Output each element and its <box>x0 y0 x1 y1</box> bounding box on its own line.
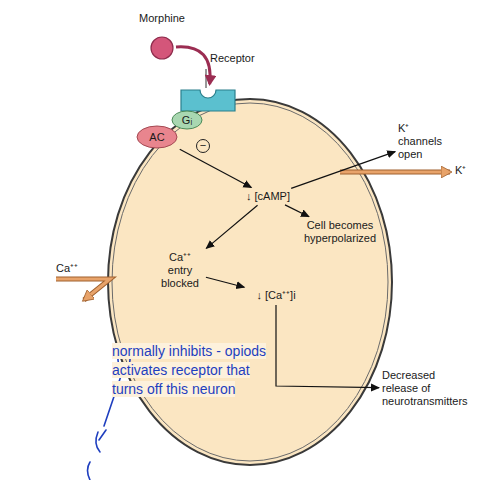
hyperpolarized-text: Cell becomes hyperpolarized <box>286 218 394 246</box>
receptor-protein: Receptor <box>180 86 236 112</box>
k-flow-arrow <box>340 171 450 174</box>
adenylyl-cyclase: AC <box>136 125 178 149</box>
node-label: ↓ [cAMP] <box>236 189 300 204</box>
flow-arrow <box>206 277 244 287</box>
k-channel-text: K⁺ channels open <box>398 121 450 162</box>
node-label: Cell becomes hyperpolarized <box>286 218 394 246</box>
cell-membrane-inner <box>112 103 388 461</box>
circle-outline <box>150 36 174 60</box>
flow-arrow <box>206 205 257 248</box>
flow-arrow <box>180 149 252 187</box>
neurotransmitter-text: Decreased release of neurotransmitters <box>382 368 474 409</box>
node-label: Morphine <box>139 12 185 25</box>
k-flow-arrow-outline <box>340 170 450 175</box>
flow-arrow <box>291 152 395 189</box>
node-label: Decreased release of neurotransmitters <box>382 368 474 409</box>
ion-label: K⁺ <box>455 164 466 177</box>
receptor-outline <box>180 86 236 112</box>
ion-label: Ca⁺⁺ <box>56 262 78 275</box>
node-label: Gᵢ <box>182 114 192 127</box>
ca-flow-arrow-outline <box>56 279 110 300</box>
flow-arrow <box>176 47 210 84</box>
ca-flow-arrow <box>56 279 110 300</box>
ca-blocked-text: Ca⁺⁺ entry blocked <box>156 250 204 291</box>
node-label: AC <box>149 131 164 144</box>
morphine-molecule: Morphine <box>150 36 174 60</box>
node-label: Receptor <box>210 52 255 65</box>
node-label: ↓ [Ca⁺⁺]i <box>244 288 308 303</box>
flow-arrow <box>276 305 379 388</box>
camp-level: ↓ [cAMP] <box>236 189 300 204</box>
ca-level: ↓ [Ca⁺⁺]i <box>244 288 308 303</box>
leader-line <box>206 69 207 88</box>
node-label: Ca⁺⁺ entry blocked <box>156 250 204 291</box>
node-label: K⁺ channels open <box>398 121 450 162</box>
note-text: normally inhibits - opiods activates rec… <box>112 343 266 397</box>
flow-arrow <box>285 205 309 217</box>
inhibition-sign: − <box>196 139 210 153</box>
handwritten-note: normally inhibits - opiods activates rec… <box>112 342 268 399</box>
gi-protein: Gᵢ <box>171 110 203 130</box>
cell-membrane <box>108 99 392 465</box>
